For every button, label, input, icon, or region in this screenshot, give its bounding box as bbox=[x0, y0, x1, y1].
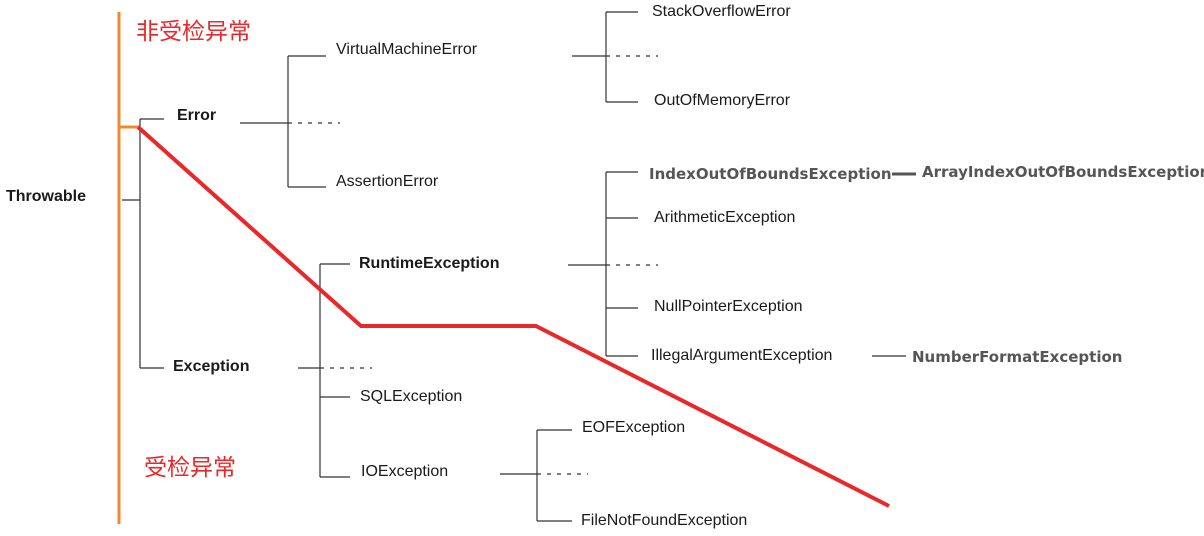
node-illegal-argument-exception: IllegalArgumentException bbox=[651, 347, 833, 364]
node-sql-exception: SQLException bbox=[360, 388, 463, 405]
orange-bracket bbox=[117, 12, 140, 524]
node-throwable: Throwable bbox=[6, 188, 87, 205]
node-arithmetic-exception: ArithmeticException bbox=[654, 209, 796, 226]
node-out-of-memory-error: OutOfMemoryError bbox=[654, 92, 791, 109]
checked-unchecked-divider-line bbox=[136, 125, 890, 508]
node-stack-overflow-error: StackOverflowError bbox=[652, 3, 791, 20]
node-file-not-found-exception: FileNotFoundException bbox=[581, 512, 748, 529]
node-assertion-error: AssertionError bbox=[336, 173, 439, 190]
checked-exception-label: 受检异常 bbox=[144, 455, 236, 481]
node-error: Error bbox=[177, 107, 217, 124]
node-array-index-out-of-bounds: ArrayIndexOutOfBoundsException bbox=[922, 163, 1204, 181]
node-io-exception: IOException bbox=[361, 463, 449, 480]
node-index-out-of-bounds: IndexOutOfBoundsException bbox=[649, 165, 892, 183]
node-eof-exception: EOFException bbox=[582, 419, 686, 436]
node-null-pointer-exception: NullPointerException bbox=[654, 298, 803, 315]
node-number-format-exception: NumberFormatException bbox=[912, 348, 1123, 366]
tree-connectors bbox=[122, 11, 916, 522]
node-exception: Exception bbox=[173, 358, 250, 375]
node-runtime-exception: RuntimeException bbox=[359, 255, 500, 272]
unchecked-exception-label: 非受检异常 bbox=[136, 19, 251, 45]
node-virtual-machine-error: VirtualMachineError bbox=[336, 41, 478, 58]
